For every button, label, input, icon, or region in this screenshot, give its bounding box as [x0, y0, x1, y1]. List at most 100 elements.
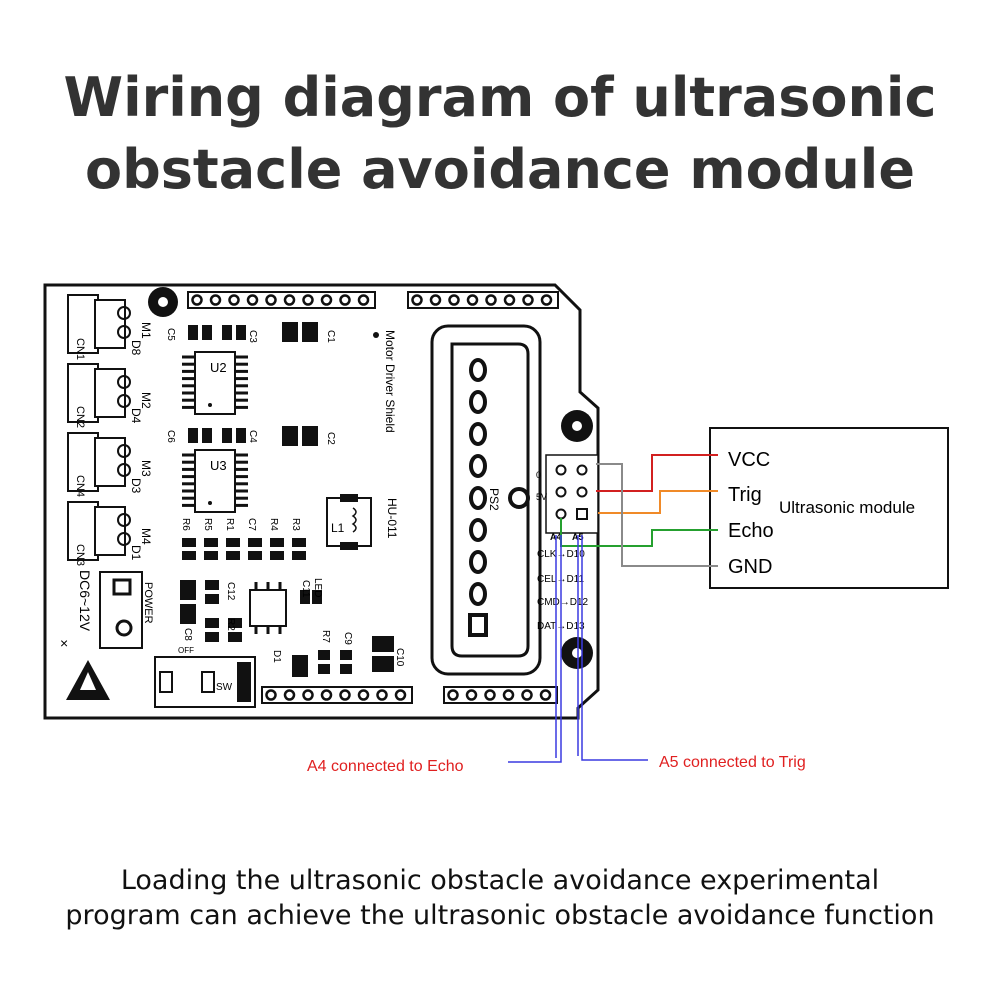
caption-line-2: program can achieve the ultrasonic obsta… [65, 900, 935, 931]
connector-label: CN3 [74, 544, 86, 566]
ps2-pin [469, 358, 487, 382]
regulator-chip [249, 582, 287, 634]
connector-label: CN4 [74, 475, 86, 497]
header-top-left [187, 291, 376, 309]
header-pin [265, 689, 277, 701]
annotation-lines [508, 535, 648, 763]
svg-text:CMD→D12: CMD→D12 [537, 597, 589, 608]
header-pin [540, 294, 553, 306]
svg-text:C1: C1 [325, 330, 336, 343]
svg-text:R3: R3 [290, 518, 301, 531]
header-pin [411, 294, 423, 306]
header-pin [283, 294, 296, 306]
header-pin [465, 689, 478, 701]
shield-name: Motor Driver Shield [383, 330, 397, 433]
svg-text:L1: L1 [331, 521, 345, 535]
header-pin [484, 689, 496, 701]
ps2-pin [469, 486, 487, 510]
svg-text:5V: 5V [536, 492, 547, 502]
pin-trig: Trig [728, 484, 762, 506]
svg-text:×: × [60, 635, 68, 651]
annotation-a5: A5 connected to Trig [659, 754, 806, 771]
svg-text:D3: D3 [129, 478, 143, 494]
lower-labels: C8 C12 R2 C11 LED R7 C9 C10 D1 [182, 578, 405, 667]
chip-u2: U2 [182, 351, 248, 415]
pin-echo: Echo [728, 520, 774, 542]
smd-components-top [188, 322, 318, 446]
caption: Loading the ultrasonic obstacle avoidanc… [0, 863, 1000, 933]
header-pin [503, 294, 516, 306]
header-pin [357, 294, 370, 306]
ps2-socket: PS2 [430, 324, 542, 676]
header-pin [466, 294, 479, 306]
svg-text:C3: C3 [247, 330, 258, 343]
svg-text:M3: M3 [139, 460, 153, 477]
header-pin [539, 689, 552, 701]
caption-line-1: Loading the ultrasonic obstacle avoidanc… [120, 865, 880, 896]
svg-text:R4: R4 [268, 518, 279, 531]
header-pin [447, 689, 459, 701]
ps2-pin [469, 390, 487, 414]
svg-text:D1: D1 [129, 545, 143, 561]
svg-text:C10: C10 [394, 648, 405, 667]
inductor-l1: L1 [326, 494, 372, 550]
ps2-pin [469, 454, 487, 478]
resistor-labels: R6 R5 R1 C7 R4 R3 [180, 518, 301, 531]
svg-text:R5: R5 [202, 518, 213, 531]
header-pin [339, 689, 351, 701]
annotation-a4: A4 connected to Echo [307, 758, 464, 775]
ps2-pin [469, 518, 487, 542]
svg-text:C12: C12 [225, 582, 236, 601]
header-pin [265, 294, 277, 306]
header-pin [502, 689, 515, 701]
esd-warning-icon: × [60, 635, 110, 700]
resistor-row [182, 538, 306, 560]
connector-label: CN2 [74, 406, 86, 428]
ps2-pin [469, 582, 487, 606]
wire-trig [598, 490, 718, 514]
screw-terminals [117, 306, 131, 546]
svg-text:C6: C6 [165, 430, 176, 443]
svg-text:C4: C4 [247, 430, 258, 443]
header-pin [209, 294, 222, 306]
header-pin [320, 689, 333, 701]
svg-text:U3: U3 [210, 458, 227, 473]
svg-text:C9: C9 [342, 632, 353, 645]
lower-components [180, 580, 394, 677]
header-top-right [407, 291, 559, 309]
svg-text:PS2: PS2 [487, 488, 501, 511]
svg-text:C8: C8 [182, 628, 193, 641]
svg-text:C11: C11 [300, 580, 311, 598]
header-pin [357, 689, 370, 701]
power-jack: POWER DC6~12V [77, 570, 154, 649]
header-bottom-right [443, 686, 558, 704]
header-pin [339, 294, 351, 306]
svg-text:C2: C2 [325, 432, 336, 445]
model-label: HU-011 [385, 498, 399, 539]
svg-text:0: 0 [536, 470, 541, 480]
ultrasonic-module: VCC Trig Echo GND Ultrasonic module [709, 427, 949, 589]
svg-text:R2: R2 [225, 618, 236, 631]
header-pin [228, 294, 240, 306]
header-pin [246, 294, 259, 306]
svg-text:C5: C5 [165, 328, 176, 341]
power-switch: SW OFF [154, 646, 256, 708]
header-pin [522, 294, 534, 306]
title-line-1: Wiring diagram of ultrasonic [63, 66, 937, 129]
svg-text:M2: M2 [139, 392, 153, 409]
svg-text:C7: C7 [246, 518, 257, 531]
wire-gnd [596, 463, 718, 567]
ps2-pin [469, 422, 487, 446]
header-pin [376, 689, 388, 701]
svg-text:DC6~12V: DC6~12V [77, 570, 93, 632]
page-title: Wiring diagram of ultrasonic obstacle av… [0, 62, 1000, 206]
svg-text:SW: SW [216, 682, 233, 693]
ps2-pin [469, 550, 487, 574]
svg-text:M4: M4 [139, 528, 153, 545]
motor-labels: M1 D8 M2 D4 M3 D3 M4 D1 [129, 322, 153, 561]
svg-text:POWER: POWER [142, 582, 154, 624]
header-pin [394, 689, 407, 701]
svg-text:R1: R1 [224, 518, 235, 531]
pin-vcc: VCC [728, 449, 770, 471]
header-pin [302, 689, 314, 701]
